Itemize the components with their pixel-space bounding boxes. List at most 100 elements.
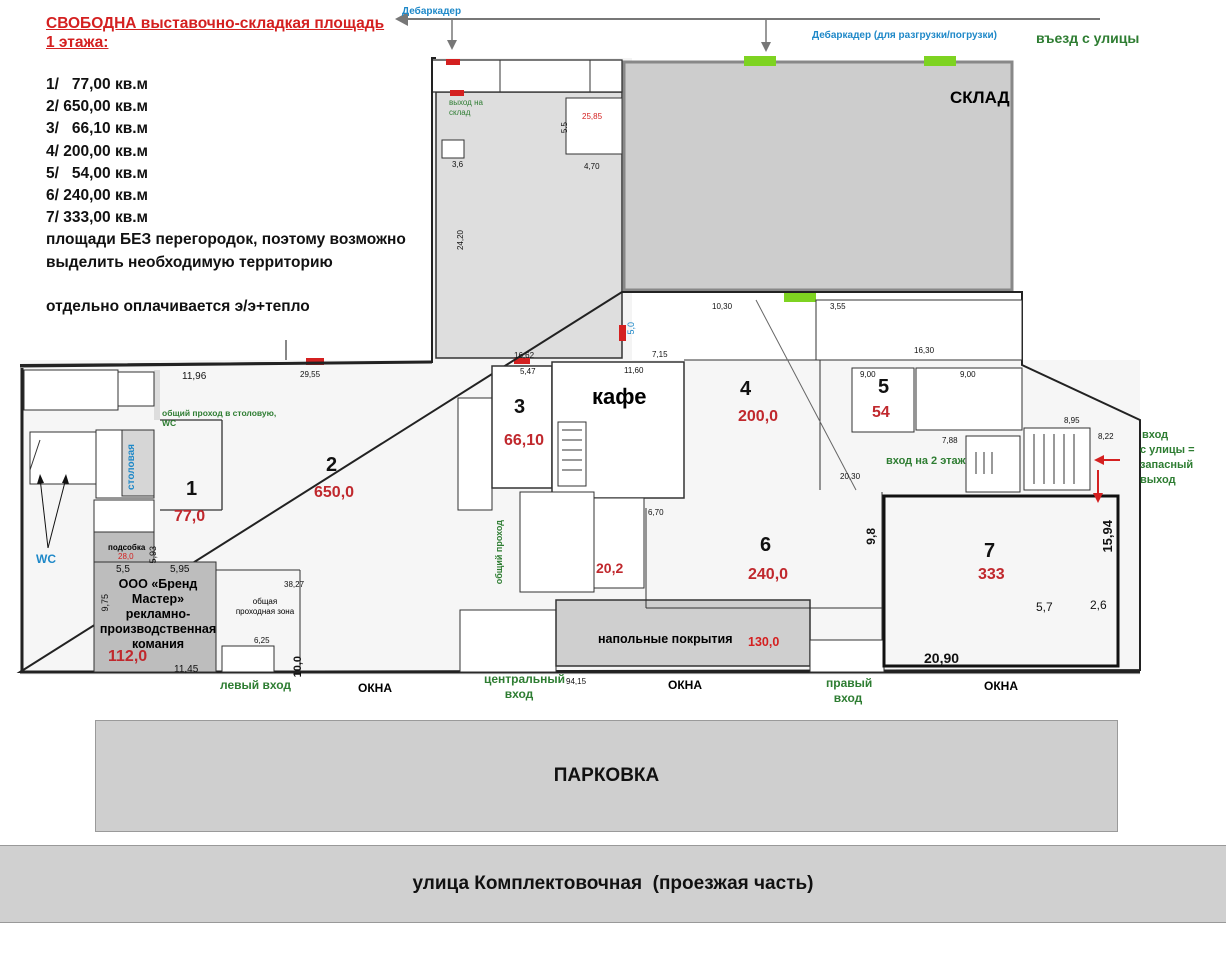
debarkader-label: Дебаркадер [402,6,462,17]
legend-subtitle: 1 этажа: [46,34,109,51]
small-room-area-2: 25,85 [582,112,603,121]
dim-label: 10,30 [712,302,733,311]
wc-label: WC [36,552,56,566]
parking-area: ПАРКОВКА [95,720,1118,832]
dim-label: 3,6 [452,160,464,169]
tenant-name-4: комания [131,637,185,651]
dim-label: 9,8 [864,528,878,545]
debarkader-full-label: Дебаркадер (для разгрузки/погрузки) [812,30,997,41]
dim-label: 3,55 [830,302,846,311]
legend-item: 5/ 54,00 кв.м [46,164,148,182]
tenant-name-3: производственная [99,622,217,636]
dim-label: 5,5 [116,564,130,575]
room-2-area: 650,0 [314,484,355,501]
room-5-number: 5 [878,376,890,398]
dim-label: 9,75 [100,594,110,612]
podsobka-label: подсобка [108,543,146,552]
street-area: улица Комплектовочная (проезжая часть) [0,845,1226,923]
tenant-name-1: ООО «Бренд Мастер» [118,577,198,606]
room-7-number: 7 [984,540,996,562]
dim-label: 5,0 [626,322,636,335]
dim-label: 5.5 [560,122,569,134]
dim-label: 94,15 [566,677,587,686]
legend: СВОБОДНА выставочно-складкая площадь 1 э… [46,14,406,318]
dim-label: 15,94 [1100,520,1115,553]
tenant-name-2: рекламно- [125,607,191,621]
dim-label: 4,70 [584,162,600,171]
dim-label: 5,7 [1036,600,1053,614]
dim-label: 11,45 [174,664,199,675]
room-4-number: 4 [740,378,752,400]
dim-label: 20,30 [840,472,861,481]
room-7-area: 333 [978,566,1005,583]
dim-label: 9,00 [960,370,976,379]
legend-item: 1/ 77,00 кв.м [46,76,148,93]
central-entry-label: центральный вход [484,672,566,702]
common-zone-2: проходная зона [235,607,295,616]
dim-label: 16,62 [514,351,535,360]
canteen-label: столовая [126,444,137,490]
windows-label-1: ОКНА [358,681,392,695]
dim-label: 9,00 [860,370,876,379]
common-pass-canteen-label: общий проход в столовую, [162,408,277,418]
legend-item: 3/ 66,10 кв.м [46,120,148,138]
legend-note: выделить необходимую территорию [46,253,333,271]
tenant-area: 112,0 [108,648,148,665]
legend-item: 7/ 333,00 кв.м [46,209,149,227]
room-6-area: 240,0 [748,566,789,583]
legend-note: площади БЕЗ перегородок, поэтому возможн… [46,231,406,249]
dim-label: 16,30 [914,346,935,355]
street-entry-block: вход с улицы = запасный выход [1140,428,1226,488]
left-entry-label: левый вход [220,678,292,692]
legend-item: 2/ 650,00 кв.м [46,98,149,116]
dim-label: 5,47 [520,367,536,376]
floor-covering-area: 130,0 [748,635,780,649]
dim-label: 10,0 [292,656,304,678]
street-entry-label: въезд с улицы [1036,30,1140,46]
small-room-area: 20,2 [596,560,624,576]
room-2-number: 2 [326,454,338,476]
windows-label-3: ОКНА [984,679,1018,693]
street-entry-2: с улицы = [1140,444,1195,456]
dim-label: 24,20 [456,230,465,251]
floor-covering-label: напольные покрытия [598,632,733,646]
dim-label: 11,96 [182,371,207,382]
room-4-area: 200,0 [738,408,779,425]
legend-note: отдельно оплачивается э/э+тепло [46,297,310,315]
exit-to-warehouse-label: выход на склад [449,98,483,117]
dim-label: 7,15 [652,350,668,359]
legend-title: СВОБОДНА выставочно-складкая площадь [46,15,385,32]
legend-item: 6/ 240,00 кв.м [46,187,149,205]
dim-label: 20,90 [924,650,960,666]
wc-label-small: WC [162,418,177,428]
central-entry-1: центральный [484,672,566,686]
dim-label: 8,95 [1064,416,1080,425]
street-label: улица Комплектовочная (проезжая часть) [412,873,814,894]
dim-label: 5,93 [148,546,158,564]
dim-label: 29,55 [300,370,321,379]
dim-label: 6,25 [254,636,270,645]
tenant-block: ООО «Бренд Мастер» рекламно- производств… [96,577,220,652]
dim-label: 11,60 [624,366,644,375]
street-entry-1: вход [1142,429,1169,441]
windows-label-2: ОКНА [668,678,702,692]
legend-item: 4/ 200,00 кв.м [46,142,149,160]
central-entry-2: вход [504,687,534,701]
room-5-area: 54 [872,404,890,421]
podsobka-area: 28,0 [118,552,134,561]
street-entry-3: запасный выход [1140,459,1194,486]
right-entry-label: правый вход [826,676,873,706]
right-entry-1: правый [826,676,873,690]
warehouse-label: СКЛАД [950,88,1010,107]
common-zone-label: общая проходная зона [230,597,300,617]
common-pass-label: общий проход [494,520,504,585]
dim-label: 2,6 [1090,598,1107,612]
room-6-number: 6 [760,534,772,556]
dim-label: 8,22 [1098,432,1114,441]
cafe-label: кафе [592,384,647,409]
dim-label: 38,27 [284,580,305,589]
dim-label: 7,88 [942,436,958,445]
room-3-number: 3 [514,396,526,418]
room-1-number: 1 [186,478,198,500]
